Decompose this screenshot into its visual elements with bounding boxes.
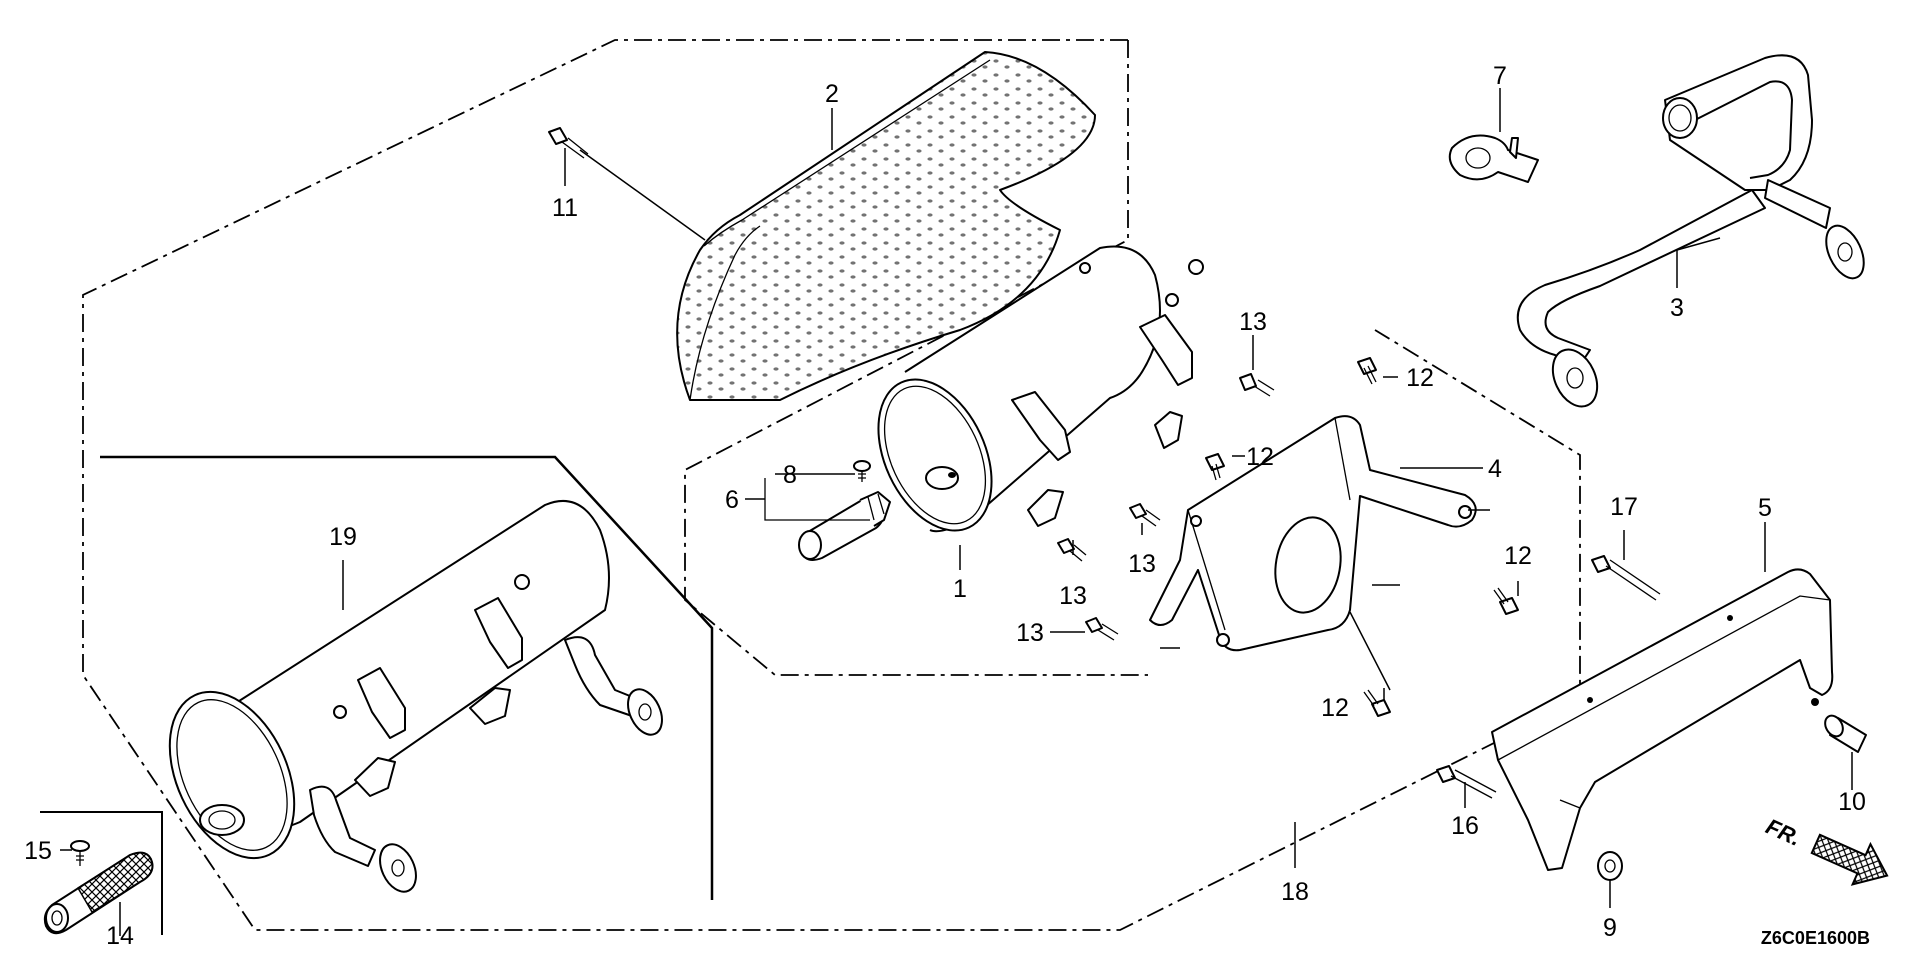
- flange-bolt-part-12-d: [1363, 689, 1391, 717]
- callout-13-top: 13: [1239, 308, 1267, 336]
- muffler-stay-part-4: [1149, 415, 1477, 652]
- callout-7: 7: [1493, 62, 1507, 90]
- bolt-part-13-b: [1129, 503, 1161, 527]
- callout-12-mid: 12: [1246, 443, 1274, 471]
- callout-12-top: 12: [1406, 364, 1434, 392]
- callout-13-left: 13: [1059, 582, 1087, 610]
- screw-part-8: [853, 460, 871, 482]
- callout-15: 17: [1610, 493, 1638, 521]
- callout-8: 8: [783, 461, 797, 489]
- flange-bolt-part-12-a: [1357, 357, 1377, 385]
- muffler-cover-part-5: [1491, 568, 1834, 871]
- callout-3: 3: [1670, 294, 1684, 322]
- bolt-part-15: [1591, 555, 1661, 601]
- group-1-boundary: [684, 40, 1148, 676]
- callout-2: 2: [825, 80, 839, 108]
- callout-19: 15: [24, 837, 52, 865]
- flange-bolt-part-12-c: [1493, 587, 1519, 615]
- flange-bolt-part-12-b: [1205, 453, 1225, 481]
- callout-numbers: 2 11 7 3 13 12 12 4 8 6 1 13 13 13 12 12…: [24, 62, 1866, 950]
- bolt-part-13-a: [1239, 373, 1275, 397]
- callout-13-right: 13: [1128, 550, 1156, 578]
- exhaust-pipe-part-3: [1516, 54, 1865, 408]
- collar-part-10: [1824, 714, 1867, 753]
- spark-arrester-part-6: [798, 491, 891, 561]
- callout-13-bottom: 13: [1016, 619, 1044, 647]
- front-direction-label: FR.: [1762, 814, 1805, 851]
- muffler-part-1: [877, 245, 1204, 533]
- callout-11: 11: [552, 194, 578, 222]
- group-16-boundary: [82, 39, 1581, 931]
- drawing-code: Z6C0E1600B: [1761, 928, 1870, 948]
- muffler-complete-part-17: [168, 500, 663, 893]
- spark-arrester-part-18: [43, 851, 154, 935]
- callout-4: 4: [1488, 455, 1502, 483]
- callout-16: 18: [1281, 878, 1309, 906]
- bolt-part-11: [548, 127, 589, 159]
- callout-14: 16: [1451, 812, 1479, 840]
- screw-part-19: [70, 840, 90, 866]
- callout-17: 19: [329, 523, 357, 551]
- callout-6: 6: [725, 486, 739, 514]
- callout-18: 14: [106, 922, 134, 950]
- callout-9: 9: [1603, 914, 1617, 942]
- bolt-part-13-d: [1085, 617, 1119, 641]
- callout-12-right: 12: [1504, 542, 1532, 570]
- bolt-part-13-c: [1057, 538, 1087, 562]
- collar-part-9: [1597, 851, 1623, 881]
- callout-12-bottom: 12: [1321, 694, 1349, 722]
- group-18-boundary: [40, 811, 163, 935]
- callout-1: 1: [953, 575, 967, 603]
- muffler-protector-part-2: [676, 51, 1096, 401]
- callout-5: 5: [1758, 494, 1772, 522]
- front-direction-arrow: FR.: [1762, 814, 1889, 886]
- callout-10: 10: [1838, 788, 1866, 816]
- clamp-part-7: [1448, 134, 1539, 183]
- group-17-boundary: [100, 455, 714, 900]
- bolt-part-14: [1436, 765, 1497, 799]
- leader-lines: [60, 88, 1853, 936]
